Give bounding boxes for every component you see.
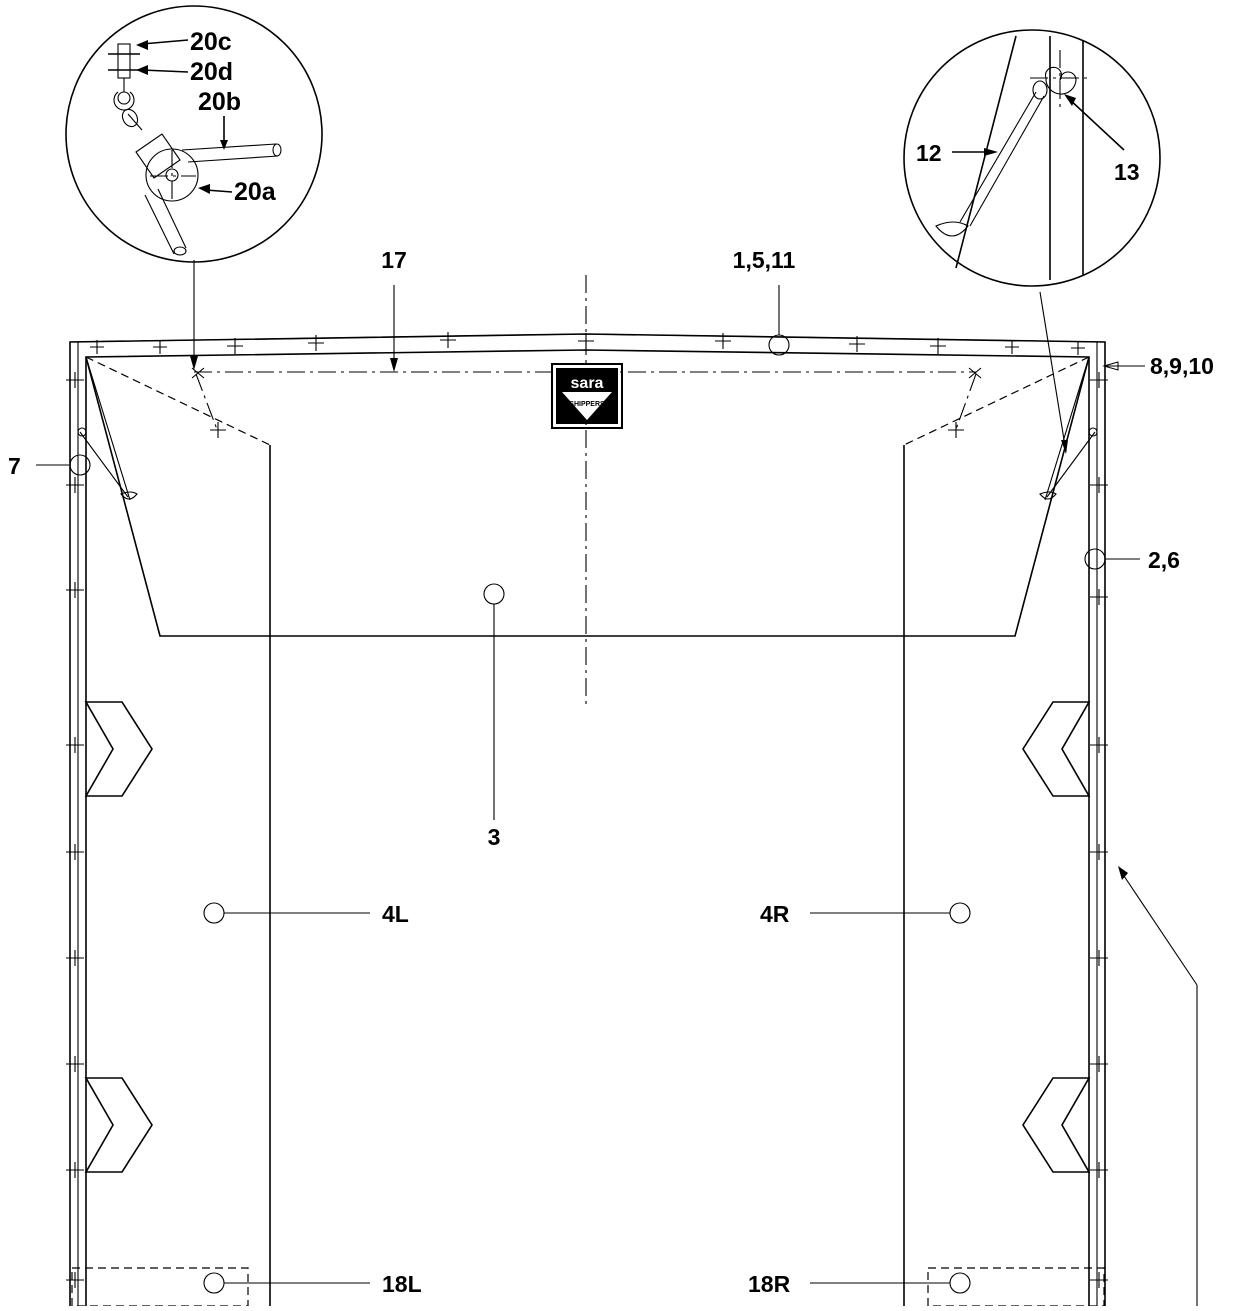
label-20c: 20c	[190, 28, 232, 56]
side-panels	[85, 356, 1090, 1306]
tie-downs	[77, 356, 1098, 501]
label-20d: 20d	[190, 58, 233, 86]
label-3: 3	[488, 824, 501, 850]
logo-subtext: SHIPPERS	[569, 401, 605, 408]
label-13: 13	[1114, 159, 1140, 185]
callout-labels: 17 1,5,11 8,9,10 7 2,6 3 4L 4R 18L 18R 1…	[8, 28, 1214, 1297]
label-18r: 18R	[748, 1271, 791, 1297]
detail-view-right	[903, 29, 1161, 287]
brand-logo: sara SHIPPERS	[551, 363, 623, 429]
label-20a: 20a	[234, 178, 277, 206]
label-1-5-11: 1,5,11	[733, 247, 796, 273]
label-2-6: 2,6	[1148, 547, 1180, 573]
bottom-pockets	[71, 1267, 1105, 1307]
label-12: 12	[916, 140, 942, 166]
label-8-9-10: 8,9,10	[1150, 353, 1214, 379]
label-18l: 18L	[382, 1271, 422, 1297]
label-7: 7	[8, 453, 21, 479]
rivet-marks	[66, 332, 1108, 1288]
label-17: 17	[381, 247, 407, 273]
detail-view-left	[65, 5, 323, 263]
tarp-outline	[69, 333, 1106, 1306]
logo-wordmark: sara	[571, 375, 604, 392]
callout-markers	[36, 260, 1198, 1306]
center-lines	[194, 275, 977, 705]
label-20b: 20b	[198, 88, 241, 116]
chevron-reflectors	[84, 701, 1091, 1173]
label-4r: 4R	[760, 901, 790, 927]
label-4l: 4L	[382, 901, 409, 927]
